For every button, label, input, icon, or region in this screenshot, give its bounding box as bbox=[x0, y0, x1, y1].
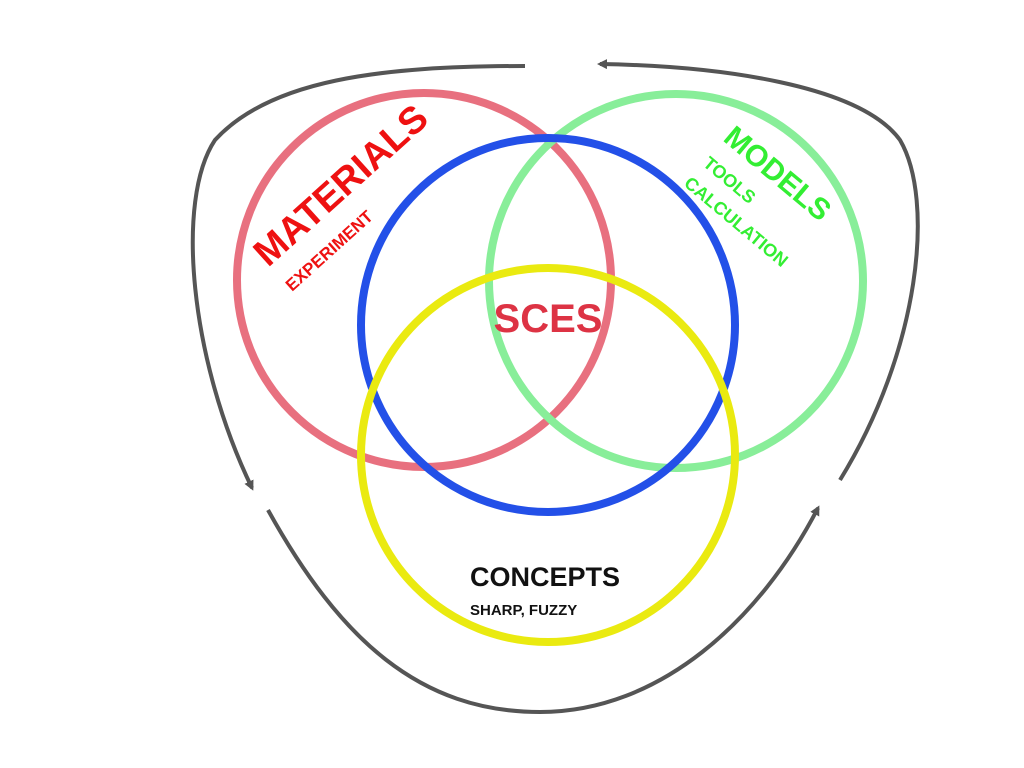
cycle-arrow-bottom bbox=[266, 505, 820, 715]
sces-circle bbox=[357, 134, 739, 516]
cycle-arrow-left bbox=[190, 64, 526, 491]
models-circle bbox=[485, 90, 867, 472]
concepts-sub-label: SHARP, FUZZY bbox=[470, 602, 577, 619]
sces-label: SCES bbox=[494, 297, 603, 341]
concepts-label: CONCEPTS bbox=[470, 562, 620, 592]
cycle-arrow-top-right bbox=[597, 59, 920, 482]
concepts-circle bbox=[357, 264, 739, 646]
